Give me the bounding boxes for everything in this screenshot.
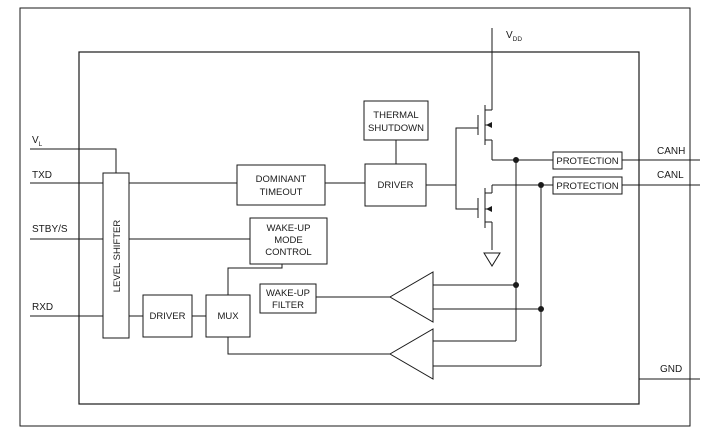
wake-up-filter-line1: WAKE-UP — [266, 288, 310, 299]
thermal-shutdown-line2: SHUTDOWN — [368, 123, 424, 134]
nmos-transistor — [470, 188, 492, 228]
pin-vdd-label: VDD — [506, 30, 522, 43]
pin-txd-label: TXD — [32, 170, 52, 181]
wake-up-filter-block: WAKE-UP FILTER — [259, 283, 317, 314]
rx-driver-block: DRIVER — [142, 294, 193, 338]
protection-canl-block: PROTECTION — [552, 176, 623, 195]
mux-block: MUX — [205, 294, 251, 338]
wake-up-mode-control-block: WAKE-UP MODE CONTROL — [249, 217, 328, 265]
wake-up-mode-control-line2: MODE — [274, 235, 303, 246]
pin-canh-label: CANH — [657, 146, 685, 157]
thermal-shutdown-line1: THERMAL — [373, 110, 418, 121]
receiver-comparator — [389, 271, 434, 323]
protection-canh-label: PROTECTION — [556, 156, 618, 167]
dominant-timeout-block: DOMINANT TIMEOUT — [236, 164, 326, 206]
dominant-timeout-line2: TIMEOUT — [260, 187, 303, 198]
pin-stby-label: STBY/S — [32, 224, 68, 235]
ground-symbol — [483, 252, 501, 267]
outer-frame — [19, 7, 691, 427]
wake-up-mode-control-line1: WAKE-UP — [267, 223, 311, 234]
wires — [30, 28, 700, 380]
thermal-shutdown-block: THERMAL SHUTDOWN — [363, 100, 429, 141]
pmos-transistor — [470, 105, 492, 145]
pin-canl-label: CANL — [657, 170, 684, 181]
mux-label: MUX — [217, 311, 239, 322]
pin-vl-label: VL — [32, 135, 43, 148]
wake-up-filter-line2: FILTER — [272, 300, 304, 311]
junction-dots — [513, 157, 544, 312]
tx-driver-label: DRIVER — [378, 180, 414, 191]
pin-rxd-label: RXD — [32, 302, 53, 313]
level-shifter-label: LEVEL SHIFTER — [112, 220, 123, 293]
protection-canh-block: PROTECTION — [552, 151, 623, 170]
level-shifter-block: LEVEL SHIFTER — [102, 172, 130, 339]
wake-up-mode-control-line3: CONTROL — [265, 247, 311, 258]
tx-driver-block: DRIVER — [364, 163, 427, 207]
dominant-timeout-line1: DOMINANT — [256, 174, 307, 185]
rx-driver-label: DRIVER — [150, 311, 186, 322]
chip-boundary — [78, 51, 640, 405]
protection-canl-label: PROTECTION — [556, 181, 618, 192]
pin-gnd-label: GND — [660, 364, 682, 375]
wake-up-comparator — [389, 328, 434, 380]
